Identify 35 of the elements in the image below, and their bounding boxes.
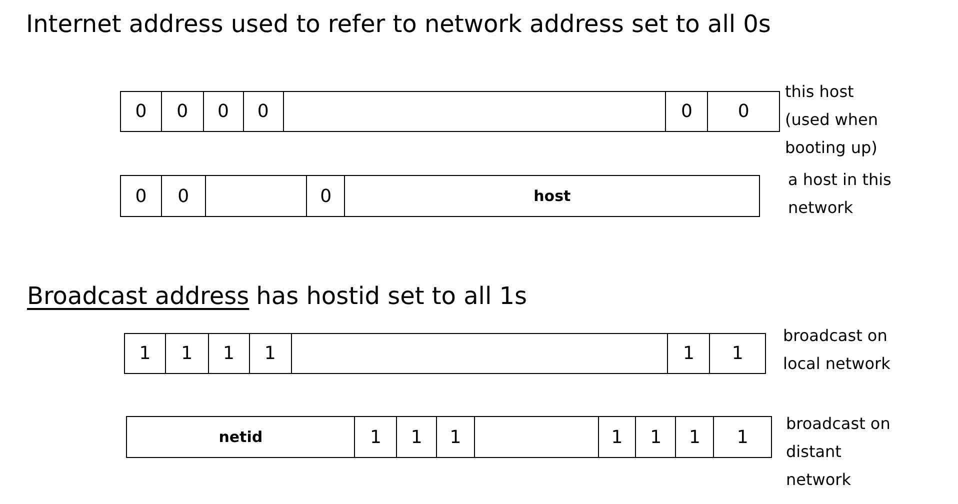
field-text: 1 bbox=[222, 343, 234, 364]
address-field-bar bbox=[124, 333, 766, 374]
address-field-bar bbox=[120, 175, 760, 217]
field-text: 0 bbox=[738, 101, 750, 122]
field-text: netid bbox=[218, 428, 263, 446]
row-description: broadcast on local network bbox=[783, 325, 892, 375]
section-heading: Broadcast address bbox=[27, 282, 250, 310]
field-text: 1 bbox=[370, 426, 382, 448]
field-text: 1 bbox=[450, 426, 462, 448]
field-text: 0 bbox=[681, 101, 692, 122]
field-text: 1 bbox=[736, 426, 748, 448]
field-text: 0 bbox=[320, 186, 332, 206]
row-description: this host (used when booting up) bbox=[785, 81, 880, 159]
field-text: 1 bbox=[181, 343, 193, 364]
field-text: 0 bbox=[178, 186, 190, 206]
field-text: 0 bbox=[217, 101, 229, 122]
field-text: 0 bbox=[135, 186, 147, 206]
address-field-bar bbox=[126, 416, 772, 458]
field-text: 1 bbox=[650, 426, 662, 448]
field-text: 1 bbox=[264, 343, 276, 364]
row-description: broadcast on distant network bbox=[786, 413, 892, 491]
field-text: 0 bbox=[257, 101, 269, 122]
field-text: 1 bbox=[611, 426, 623, 448]
field-text: 1 bbox=[732, 343, 744, 364]
address-field-bar bbox=[120, 91, 780, 132]
field-text: host bbox=[534, 187, 571, 205]
field-text: 0 bbox=[135, 101, 147, 122]
field-text: 1 bbox=[139, 343, 151, 364]
field-text: 1 bbox=[683, 343, 694, 364]
field-text: 1 bbox=[689, 426, 700, 448]
diagram-title: Internet address used to refer to network address set to all 0s bbox=[26, 10, 771, 38]
field-text: 0 bbox=[176, 101, 188, 122]
heading-text: has hostid set to all 1s bbox=[256, 282, 528, 310]
row-description: a host in this network bbox=[788, 169, 892, 219]
field-text: 1 bbox=[410, 426, 422, 448]
